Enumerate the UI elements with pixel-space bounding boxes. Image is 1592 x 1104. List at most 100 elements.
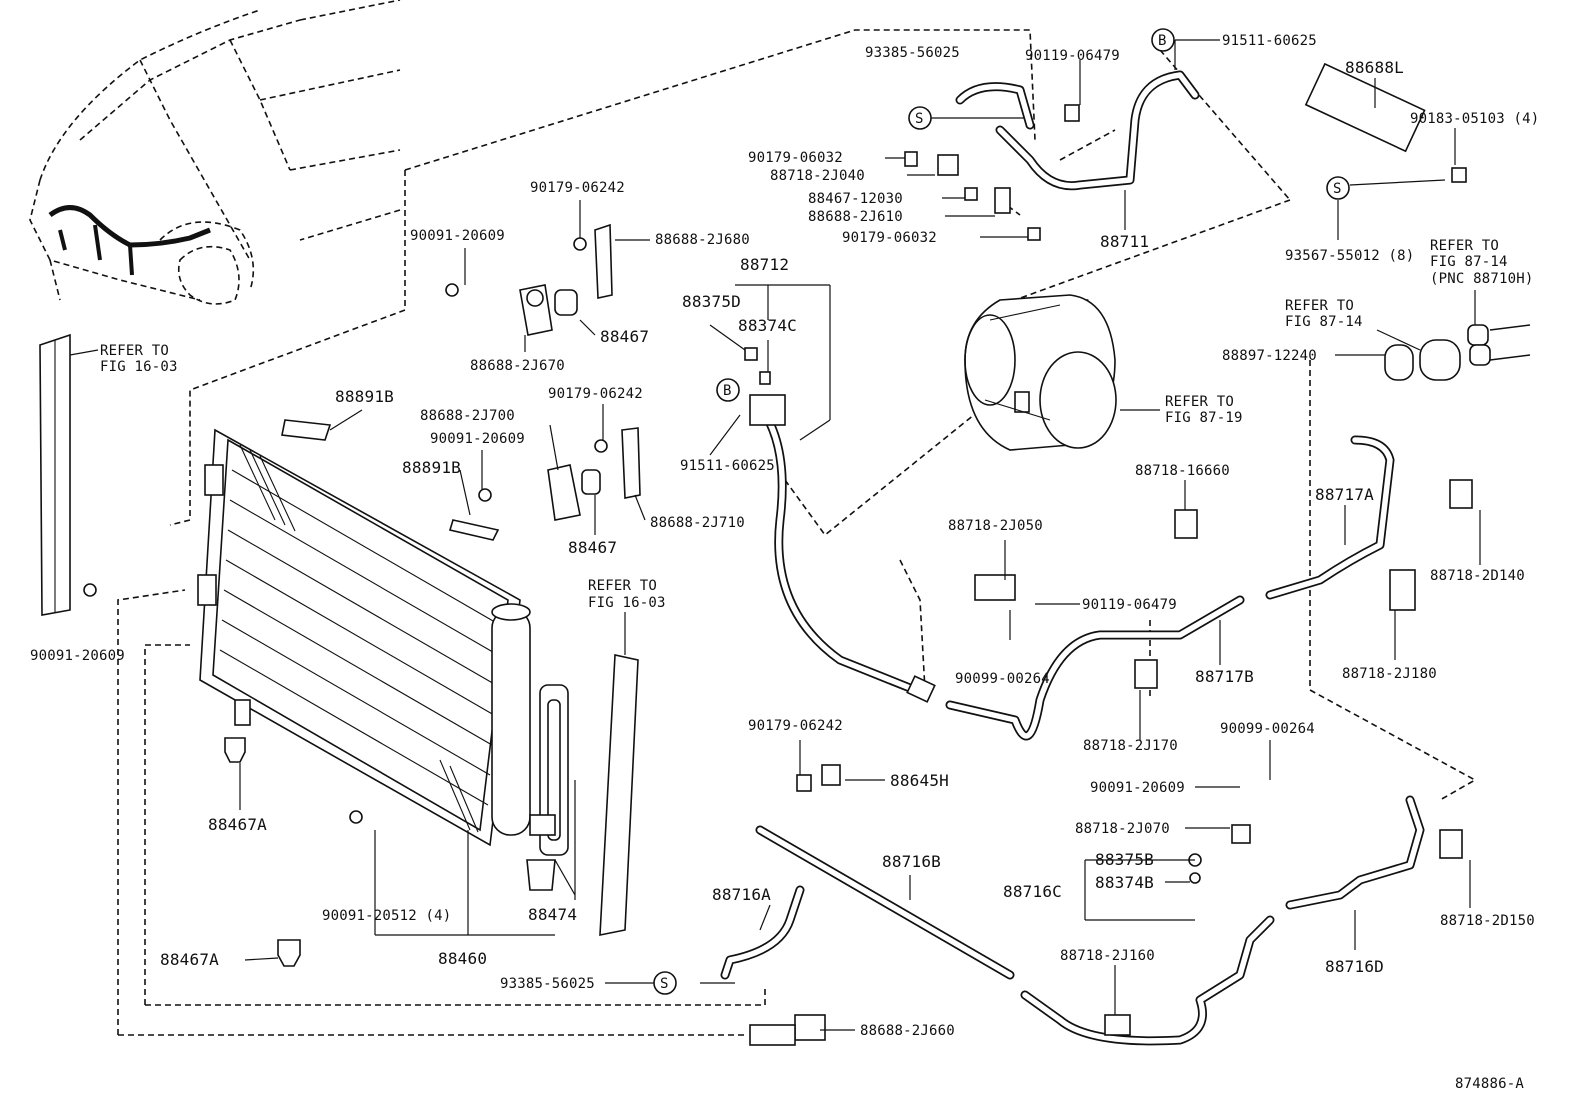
seal-strip-right <box>599 654 639 936</box>
label-90091-20609-c: 90091-20609 <box>30 648 125 664</box>
label-88718-2J050: 88718-2J050 <box>948 518 1043 534</box>
label-88718-2J040: 88718-2J040 <box>770 168 865 184</box>
s-symbol-label: S <box>1333 181 1342 197</box>
filter-88474 <box>526 684 569 891</box>
pads-88891B <box>281 419 500 541</box>
label-88716B: 88716B <box>882 852 941 871</box>
refer-fig87-14-b-line3: (PNC 88710H) <box>1430 271 1534 287</box>
condenser-88460 <box>197 428 521 847</box>
fittings <box>744 62 1531 1046</box>
refer-fig87-19-line2: FIG 87-19 <box>1165 410 1243 426</box>
pipe-88716B <box>755 825 1015 980</box>
label-88374B: 88374B <box>1095 873 1154 892</box>
label-93385-bottom: 93385-56025 <box>500 976 595 992</box>
refer-fig87-14-b: REFER TO FIG 87-14 (PNC 88710H) <box>1430 238 1534 325</box>
pipe-88716D <box>1285 795 1425 910</box>
label-88891B-b: 88891B <box>402 458 461 477</box>
label-88717A: 88717A <box>1315 485 1374 504</box>
label-88467-12030: 88467-12030 <box>808 191 903 207</box>
label-90099-00264-a: 90099-00264 <box>955 671 1050 687</box>
label-88716D: 88716D <box>1325 957 1384 976</box>
part-labels: 93385-56025 90119-06479 91511-60625 8868… <box>30 33 1539 1039</box>
label-88645H: 88645H <box>890 771 949 790</box>
refer-fig87-14-a-line2: FIG 87-14 <box>1285 314 1363 330</box>
label-88688-2J660: 88688-2J660 <box>860 1023 955 1039</box>
label-88897: 88897-12240 <box>1222 348 1317 364</box>
label-93385-top: 93385-56025 <box>865 45 960 61</box>
label-88474: 88474 <box>528 905 577 924</box>
refer-notes: REFER TO FIG 16-03 REFER TO FIG 16-03 RE… <box>69 238 1534 655</box>
bracket-hardware <box>83 223 641 824</box>
label-88460: 88460 <box>438 949 487 968</box>
label-90183: 90183-05103 (4) <box>1410 111 1539 127</box>
label-90091-20609-d: 90091-20609 <box>1090 780 1185 796</box>
label-90179-06032-a: 90179-06032 <box>748 150 843 166</box>
label-88718-2J170: 88718-2J170 <box>1083 738 1178 754</box>
label-90179-06242-a: 90179-06242 <box>530 180 625 196</box>
label-88891B-a: 88891B <box>335 387 394 406</box>
seal-strip-left <box>39 333 71 616</box>
b-symbol-label: B <box>723 383 732 399</box>
leader-lines <box>239 39 1481 1031</box>
refer-fig87-14-b-line2: FIG 87-14 <box>1430 254 1508 270</box>
refer-fig87-14-a: REFER TO FIG 87-14 <box>1285 298 1363 330</box>
label-88718-2D150: 88718-2D150 <box>1440 913 1535 929</box>
refer-fig87-19: REFER TO FIG 87-19 <box>1165 394 1243 426</box>
label-88688-2J680: 88688-2J680 <box>655 232 750 248</box>
label-88688-2J700: 88688-2J700 <box>420 408 515 424</box>
circle-symbols: S B S B S <box>653 28 1350 995</box>
diagram-id: 874886-A <box>1455 1076 1524 1092</box>
receiver-drier <box>491 603 531 836</box>
b-symbol-1: B <box>1151 28 1175 52</box>
refer-fig87-14-b-line1: REFER TO <box>1430 238 1499 254</box>
vehicle-wiring-highlight <box>48 205 211 276</box>
label-88718-2J160: 88718-2J160 <box>1060 948 1155 964</box>
refer-fig87-19-line1: REFER TO <box>1165 394 1234 410</box>
label-88374C: 88374C <box>738 316 797 335</box>
label-88718-2J180: 88718-2J180 <box>1342 666 1437 682</box>
label-90091-20609-a: 90091-20609 <box>410 228 505 244</box>
label-88688-2J710: 88688-2J710 <box>650 515 745 531</box>
label-90179-06242-c: 90179-06242 <box>748 718 843 734</box>
label-90179-06242-b: 90179-06242 <box>548 386 643 402</box>
refer-fig16-left: REFER TO FIG 16-03 <box>69 343 178 375</box>
label-88688-2J610: 88688-2J610 <box>808 209 903 225</box>
s-symbol-1: S <box>908 106 932 130</box>
refer-fig16-right-line2: FIG 16-03 <box>588 595 666 611</box>
compressor <box>964 294 1117 451</box>
hose-88711 <box>955 70 1200 191</box>
refer-fig16-right-line1: REFER TO <box>588 578 657 594</box>
pipe-88717A <box>1265 435 1395 600</box>
label-88712: 88712 <box>740 255 789 274</box>
label-91511-top: 91511-60625 <box>1222 33 1317 49</box>
refer-fig16-left-line1: REFER TO <box>100 343 169 359</box>
label-90179-06032-b: 90179-06032 <box>842 230 937 246</box>
label-88467A-b: 88467A <box>160 950 219 969</box>
label-88718-2D140: 88718-2D140 <box>1430 568 1525 584</box>
refer-fig16-left-line2: FIG 16-03 <box>100 359 178 375</box>
vehicle-sketch <box>29 0 401 305</box>
refer-fig87-14-a-line1: REFER TO <box>1285 298 1354 314</box>
label-90119-top: 90119-06479 <box>1025 48 1120 64</box>
pipe-88717B <box>945 595 1245 741</box>
label-88716C: 88716C <box>1003 882 1062 901</box>
pipe-88716A <box>720 885 805 980</box>
label-90091-20512: 90091-20512 (4) <box>322 908 451 924</box>
s-symbol-2: S <box>1326 176 1350 200</box>
mount-cushions-88467A <box>224 737 301 967</box>
label-88688-2J670: 88688-2J670 <box>470 358 565 374</box>
label-88467A-a: 88467A <box>208 815 267 834</box>
label-88717B: 88717B <box>1195 667 1254 686</box>
s-symbol-label: S <box>660 976 669 992</box>
label-88718-16660: 88718-16660 <box>1135 463 1230 479</box>
label-88375B: 88375B <box>1095 850 1154 869</box>
pipe-88716C <box>1020 915 1275 1046</box>
refer-fig16-right: REFER TO FIG 16-03 <box>588 578 666 655</box>
b-symbol-2: B <box>716 378 740 402</box>
label-88688L: 88688L <box>1345 58 1404 77</box>
label-93567: 93567-55012 (8) <box>1285 248 1414 264</box>
label-90119-06479-mid: 90119-06479 <box>1082 597 1177 613</box>
hose-88712 <box>750 395 936 703</box>
